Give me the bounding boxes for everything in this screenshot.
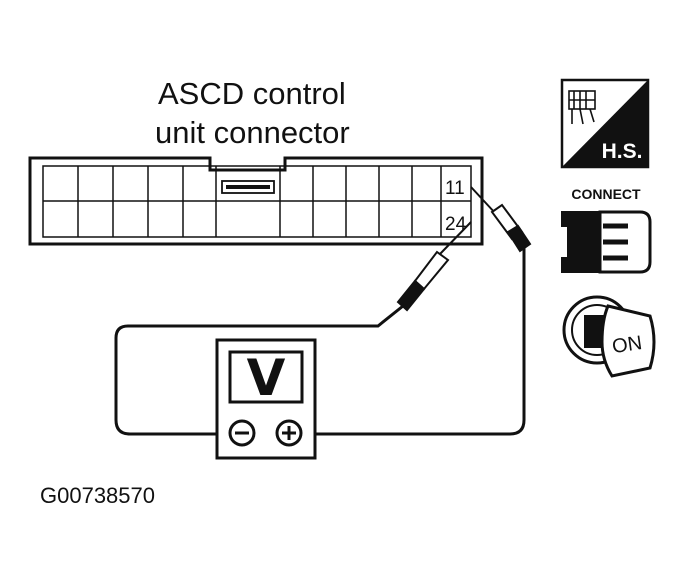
pin-11-label: 11 (445, 178, 465, 199)
harness-side-icon: H.S. (560, 78, 650, 169)
connector-plug-icon: CONNECT (561, 186, 652, 274)
ascd-connector (28, 156, 484, 246)
ignition-key-on-icon: ON (562, 295, 656, 378)
probe-negative (114, 221, 472, 436)
voltmeter-label: V (247, 349, 286, 407)
voltmeter: V (215, 338, 317, 460)
title-line-2: unit connector (155, 115, 350, 150)
title-line-1: ASCD control (158, 76, 346, 111)
probe-positive (300, 186, 532, 436)
ignition-on-label: ON (611, 332, 644, 358)
pin-24-label: 24 (445, 214, 467, 235)
hs-label: H.S. (602, 140, 643, 163)
figure-id: G00738570 (40, 483, 155, 508)
connect-label: CONNECT (571, 186, 641, 202)
